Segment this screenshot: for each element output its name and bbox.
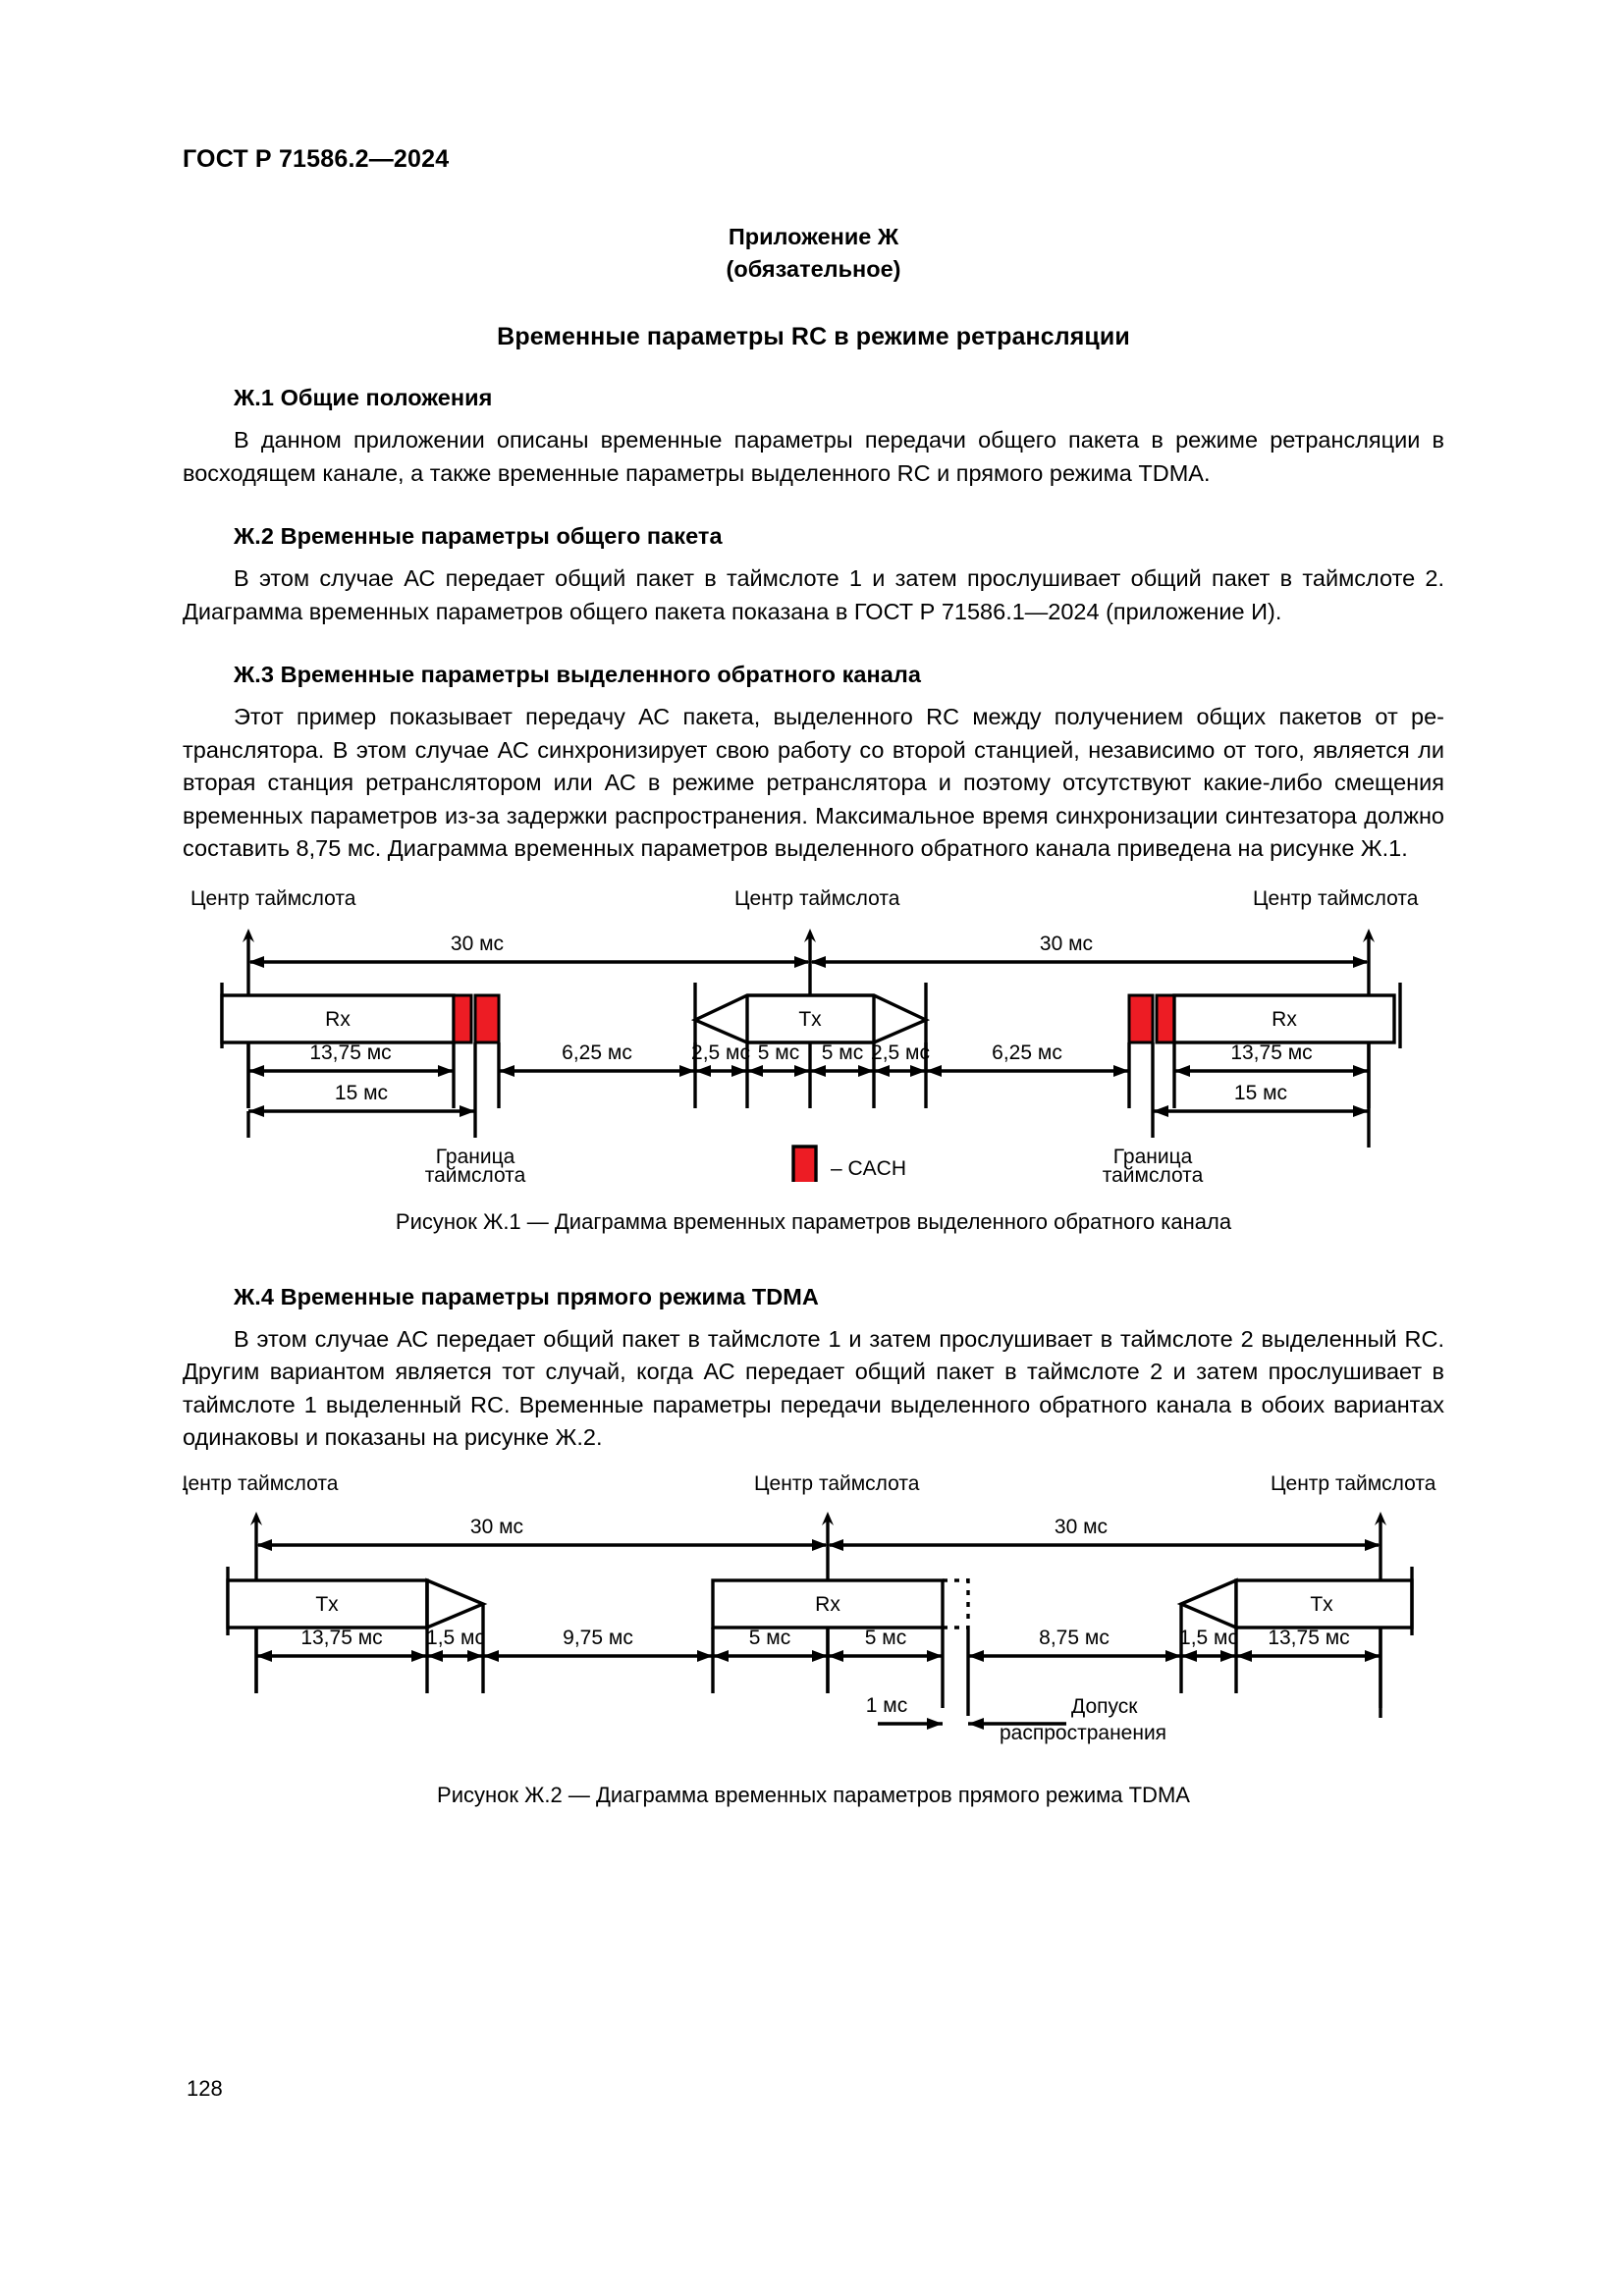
interval-label-1: 1,5 мс [426, 1627, 485, 1649]
figure-zh1-svg: Центр таймслота Центр таймслота Центр та… [190, 887, 1419, 1182]
interval-label-6: 1,5 мс [1179, 1627, 1238, 1649]
span-arrow-right-end [1353, 955, 1369, 968]
section-paragraph-zh1: В данном приложении описаны временные па… [183, 427, 1444, 486]
slot-center-arrow-right [1375, 1511, 1386, 1525]
burst-rx-right [1172, 992, 1396, 1044]
section-heading-zh4: Ж.4 Временные параметры прямого режима T… [234, 1283, 819, 1309]
burst-label-rx-middle: Rx [815, 1593, 840, 1616]
cach-block-right-1 [1127, 993, 1155, 1043]
burst-rx-middle [711, 1577, 945, 1629]
interval-label-5: 2,5 мс [871, 1041, 930, 1064]
interval-label-4: 5 мс [822, 1041, 863, 1064]
interval-label-2: 2,5 мс [691, 1041, 750, 1064]
burst-label-rx-left: Rx [325, 1008, 351, 1031]
cach-block-right-2 [1155, 993, 1176, 1043]
boundary-label-left-line1: Граница [436, 1146, 515, 1168]
slot-center-arrow-right [1363, 928, 1375, 942]
annex-title: Приложение Ж [728, 224, 899, 249]
slot-center-arrow-left [243, 928, 254, 942]
slot-center-label-left: Центр таймслота [190, 887, 356, 910]
tx-ramp-down-left [425, 1576, 488, 1630]
slot-center-label-middle: Центр таймслота [754, 1472, 920, 1495]
section-paragraph-zh4: В этом случае АС передает общий пакет в … [183, 1325, 1444, 1451]
small-interval-label: 1 мс [866, 1694, 907, 1717]
span-label-left: 30 мс [451, 933, 504, 955]
page-content: Приложение Ж (обязательное) Временные па… [183, 221, 1444, 1830]
slot-center-label-right: Центр таймслота [1253, 887, 1419, 910]
interval-label-3: 5 мс [758, 1041, 799, 1064]
figure-zh2-caption: Рисунок Ж.2 — Диаграмма временных параме… [437, 1782, 1190, 1807]
section-heading-zh3: Ж.3 Временные параметры выделенного обра… [234, 662, 921, 687]
lower-label-right: 15 мс [1234, 1082, 1287, 1104]
boundary-label-left-line2: таймслота [425, 1164, 526, 1182]
slot-center-label-left: Центр таймслота [183, 1472, 339, 1495]
span-label-right: 30 мс [1040, 933, 1093, 955]
figure-zh2-svg: Центр таймслота Центр таймслота Центр та… [183, 1472, 1436, 1744]
interval-label-0: 13,75 мс [300, 1627, 382, 1649]
interval-label-0: 13,75 мс [309, 1041, 391, 1064]
lower-label-left: 15 мс [335, 1082, 388, 1104]
annex-heading: Временные параметры RC в режиме ретрансл… [497, 323, 1130, 350]
interval-label-6: 6,25 мс [992, 1041, 1062, 1064]
slot-center-label-middle: Центр таймслота [734, 887, 900, 910]
span-arrow-left-end [794, 955, 810, 968]
slot-center-label-right: Центр таймслота [1271, 1472, 1436, 1495]
section-heading-zh2: Ж.2 Временные параметры общего пакета [234, 523, 723, 549]
span-arrow-left-start [248, 955, 264, 968]
section-heading-zh1: Ж.1 Общие положения [234, 385, 493, 410]
burst-label-tx-middle: Tx [798, 1008, 822, 1031]
interval-label-1: 6,25 мс [562, 1041, 632, 1064]
span-label-right: 30 мс [1055, 1516, 1108, 1538]
span-arrow-left-start [256, 1538, 272, 1551]
section-paragraph-zh2: В этом случае АС передает общий пакет в … [183, 565, 1444, 624]
legend-cach-label: – CACH [831, 1157, 906, 1180]
interval-label-7: 13,75 мс [1230, 1041, 1312, 1064]
document-header: ГОСТ Р 71586.2—2024 [183, 145, 450, 173]
span-arrow-left-end [812, 1538, 828, 1551]
span-arrow-right-end [1365, 1538, 1380, 1551]
span-arrow-right-start [810, 955, 826, 968]
figure-zh1-caption: Рисунок Ж.1 — Диаграмма временных параме… [395, 1208, 1232, 1234]
propagation-allowance-annotation: 1 мс Допуск распространения [866, 1694, 1166, 1744]
tx-ramp-up-right [1176, 1576, 1238, 1630]
legend-cach-swatch [791, 1144, 818, 1182]
span-arrow-right-start [828, 1538, 843, 1551]
cach-block-left-1 [452, 993, 473, 1043]
boundary-label-right-line2: таймслота [1103, 1164, 1204, 1182]
interval-label-2: 9,75 мс [563, 1627, 633, 1649]
burst-tx-right [1234, 1577, 1414, 1629]
annotation-line2: распространения [1000, 1722, 1166, 1744]
interval-label-7: 13,75 мс [1268, 1627, 1349, 1649]
slot-center-arrow-left [250, 1511, 262, 1525]
slot-center-arrow-middle [804, 928, 816, 942]
figure-zh2: Центр таймслота Центр таймслота Центр та… [183, 1472, 1444, 1757]
dimension-row-secondary: 15 мс 15 мс [246, 1082, 1369, 1138]
interval-label-4: 5 мс [865, 1627, 906, 1649]
burst-label-rx-right: Rx [1272, 1008, 1297, 1031]
cach-block-left-2 [473, 993, 501, 1043]
slot-center-arrow-middle [822, 1511, 834, 1525]
dimension-row-primary: 13,75 мс 6,25 мс 2,5 мс 5 мс [248, 1041, 1369, 1077]
section-paragraph-zh3: Этот пример показывает передачу АС пакет… [183, 704, 1444, 861]
boundary-label-right-line1: Граница [1113, 1146, 1193, 1168]
interval-label-3: 5 мс [749, 1627, 790, 1649]
page-number: 128 [187, 2076, 223, 2101]
burst-label-tx-left: Tx [315, 1593, 339, 1616]
interval-label-5: 8,75 мс [1039, 1627, 1110, 1649]
annex-subtitle: (обязательное) [726, 256, 901, 282]
figure-zh1: Центр таймслота Центр таймслота Центр та… [183, 887, 1444, 1182]
span-label-left: 30 мс [470, 1516, 523, 1538]
burst-label-tx-right: Tx [1310, 1593, 1333, 1616]
annotation-line1: Допуск [1071, 1695, 1138, 1718]
dimension-row-primary: 13,75 мс 1,5 мс 9,75 мс 5 мс [256, 1627, 1380, 1662]
